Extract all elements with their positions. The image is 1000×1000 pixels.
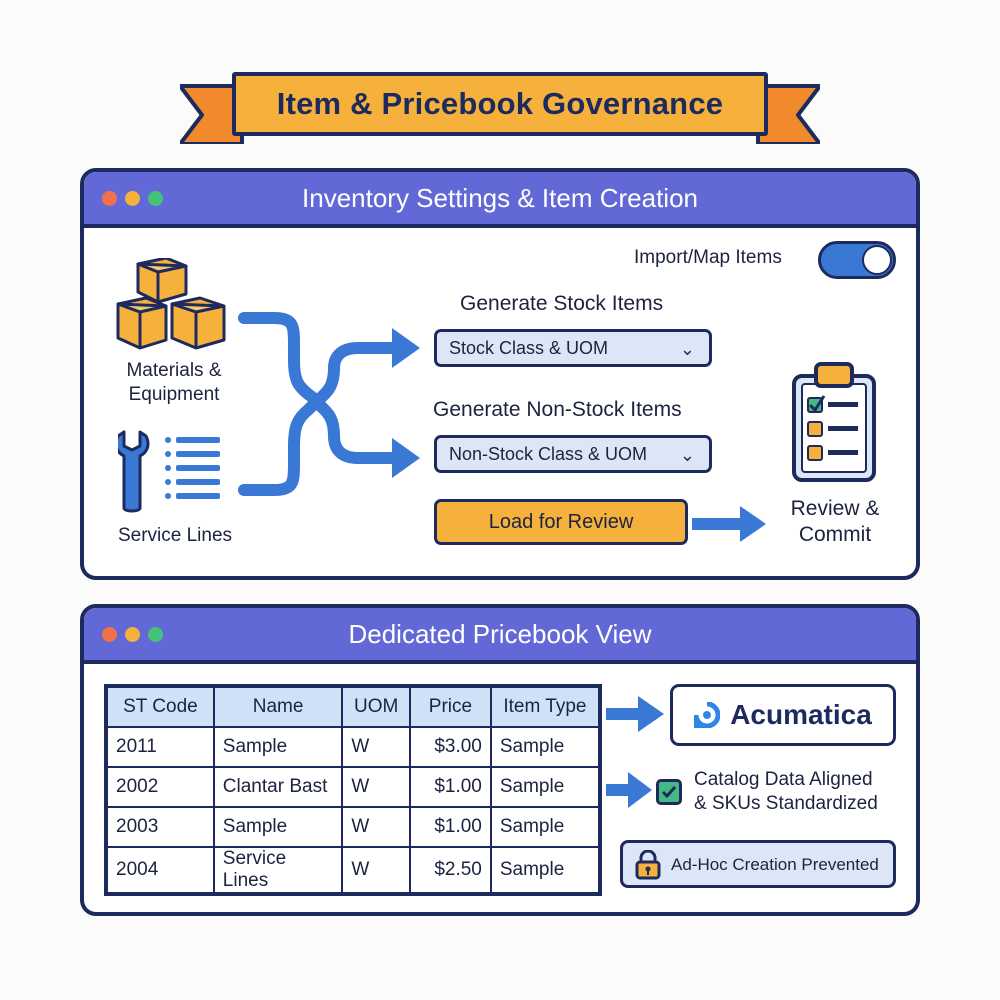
cell-st-code: 2011 [105, 726, 215, 768]
service-lines-label: Service Lines [117, 525, 233, 546]
chevron-down-icon: ⌄ [679, 339, 695, 359]
column-header-name[interactable]: Name [212, 685, 344, 728]
materials-equipment-label: Materials & Equipment [126, 360, 222, 405]
lock-icon [635, 850, 661, 880]
cell-uom: W [341, 766, 411, 808]
pricebook-titlebar: Dedicated Pricebook View [84, 608, 916, 664]
table-row[interactable]: 2004 Service Lines W $2.50 Sample [105, 846, 602, 895]
cell-item-type: Sample [489, 726, 602, 768]
cell-uom: W [341, 806, 411, 848]
check-icon [656, 779, 682, 805]
cell-name: Sample [212, 726, 344, 768]
aligned-line-2: & SKUs Standardized [694, 793, 878, 814]
import-map-items-label: Import/Map Items [634, 247, 782, 268]
banner-title: Item & Pricebook Governance [232, 72, 768, 136]
generate-nonstock-heading: Generate Non-Stock Items [433, 398, 682, 421]
wrench-list-icon [118, 430, 220, 513]
cell-item-type: Sample [489, 846, 602, 895]
adhoc-prevented-badge: Ad-Hoc Creation Prevented [620, 840, 896, 888]
generate-stock-heading: Generate Stock Items [460, 292, 664, 315]
column-header-uom[interactable]: UOM [341, 685, 411, 728]
clipboard-checklist-icon [792, 362, 876, 482]
review-commit-label: Review & Commit [790, 497, 880, 546]
column-header-item-type[interactable]: Item Type [489, 685, 602, 728]
close-dot[interactable] [102, 191, 117, 206]
cell-price: $1.00 [409, 806, 492, 848]
chevron-down-icon: ⌄ [679, 445, 695, 465]
nonstock-class-uom-select[interactable]: Non-Stock Class & UOM ⌄ [434, 435, 712, 473]
acumatica-logo-box: Acumatica [670, 684, 896, 746]
adhoc-prevented-label: Ad-Hoc Creation Prevented [671, 855, 879, 874]
window-controls [102, 627, 163, 642]
cell-st-code: 2004 [105, 846, 215, 895]
arrow-right-icon [606, 772, 652, 808]
arrow-right-icon [606, 696, 664, 732]
cell-name: Sample [212, 806, 344, 848]
table-header-row: ST Code Name UOM Price Item Type [105, 685, 602, 728]
acumatica-logo-icon [694, 702, 721, 728]
cell-item-type: Sample [489, 806, 602, 848]
maximize-dot[interactable] [148, 627, 163, 642]
window-controls [102, 191, 163, 206]
minimize-dot[interactable] [125, 191, 140, 206]
toggle-knob [862, 245, 892, 275]
cell-st-code: 2003 [105, 806, 215, 848]
cell-uom: W [341, 726, 411, 768]
close-dot[interactable] [102, 627, 117, 642]
stock-select-value: Stock Class & UOM [449, 337, 609, 358]
table-row[interactable]: 2003 Sample W $1.00 Sample [105, 806, 602, 848]
cell-price: $3.00 [409, 726, 492, 768]
inventory-titlebar: Inventory Settings & Item Creation [84, 172, 916, 228]
boxes-icon [116, 258, 226, 350]
maximize-dot[interactable] [148, 191, 163, 206]
nonstock-select-value: Non-Stock Class & UOM [449, 443, 648, 464]
column-header-st-code[interactable]: ST Code [105, 685, 215, 728]
table-row[interactable]: 2011 Sample W $3.00 Sample [105, 726, 602, 768]
load-for-review-button[interactable]: Load for Review [434, 499, 688, 545]
banner-ribbon [180, 84, 820, 144]
table-row[interactable]: 2002 Clantar Bast W $1.00 Sample [105, 766, 602, 808]
arrow-right-icon [692, 506, 766, 542]
cell-name: Service Lines [212, 846, 344, 895]
catalog-aligned-note: Catalog Data Aligned & SKUs Standardized [694, 768, 878, 816]
import-map-items-toggle[interactable] [818, 241, 896, 279]
cell-uom: W [341, 846, 411, 895]
pricebook-window-title: Dedicated Pricebook View [348, 618, 652, 649]
acumatica-brand-name: Acumatica [730, 699, 872, 730]
inventory-window-title: Inventory Settings & Item Creation [302, 182, 698, 213]
cell-name: Clantar Bast [212, 766, 344, 808]
column-header-price[interactable]: Price [409, 685, 492, 728]
stock-class-uom-select[interactable]: Stock Class & UOM ⌄ [434, 329, 712, 367]
cell-st-code: 2002 [105, 766, 215, 808]
flow-arrows [238, 312, 420, 496]
cell-price: $1.00 [409, 766, 492, 808]
aligned-line-1: Catalog Data Aligned [694, 769, 873, 790]
cell-price: $2.50 [409, 846, 492, 895]
cell-item-type: Sample [489, 766, 602, 808]
minimize-dot[interactable] [125, 627, 140, 642]
pricebook-table: ST Code Name UOM Price Item Type 2011 Sa… [104, 684, 602, 896]
